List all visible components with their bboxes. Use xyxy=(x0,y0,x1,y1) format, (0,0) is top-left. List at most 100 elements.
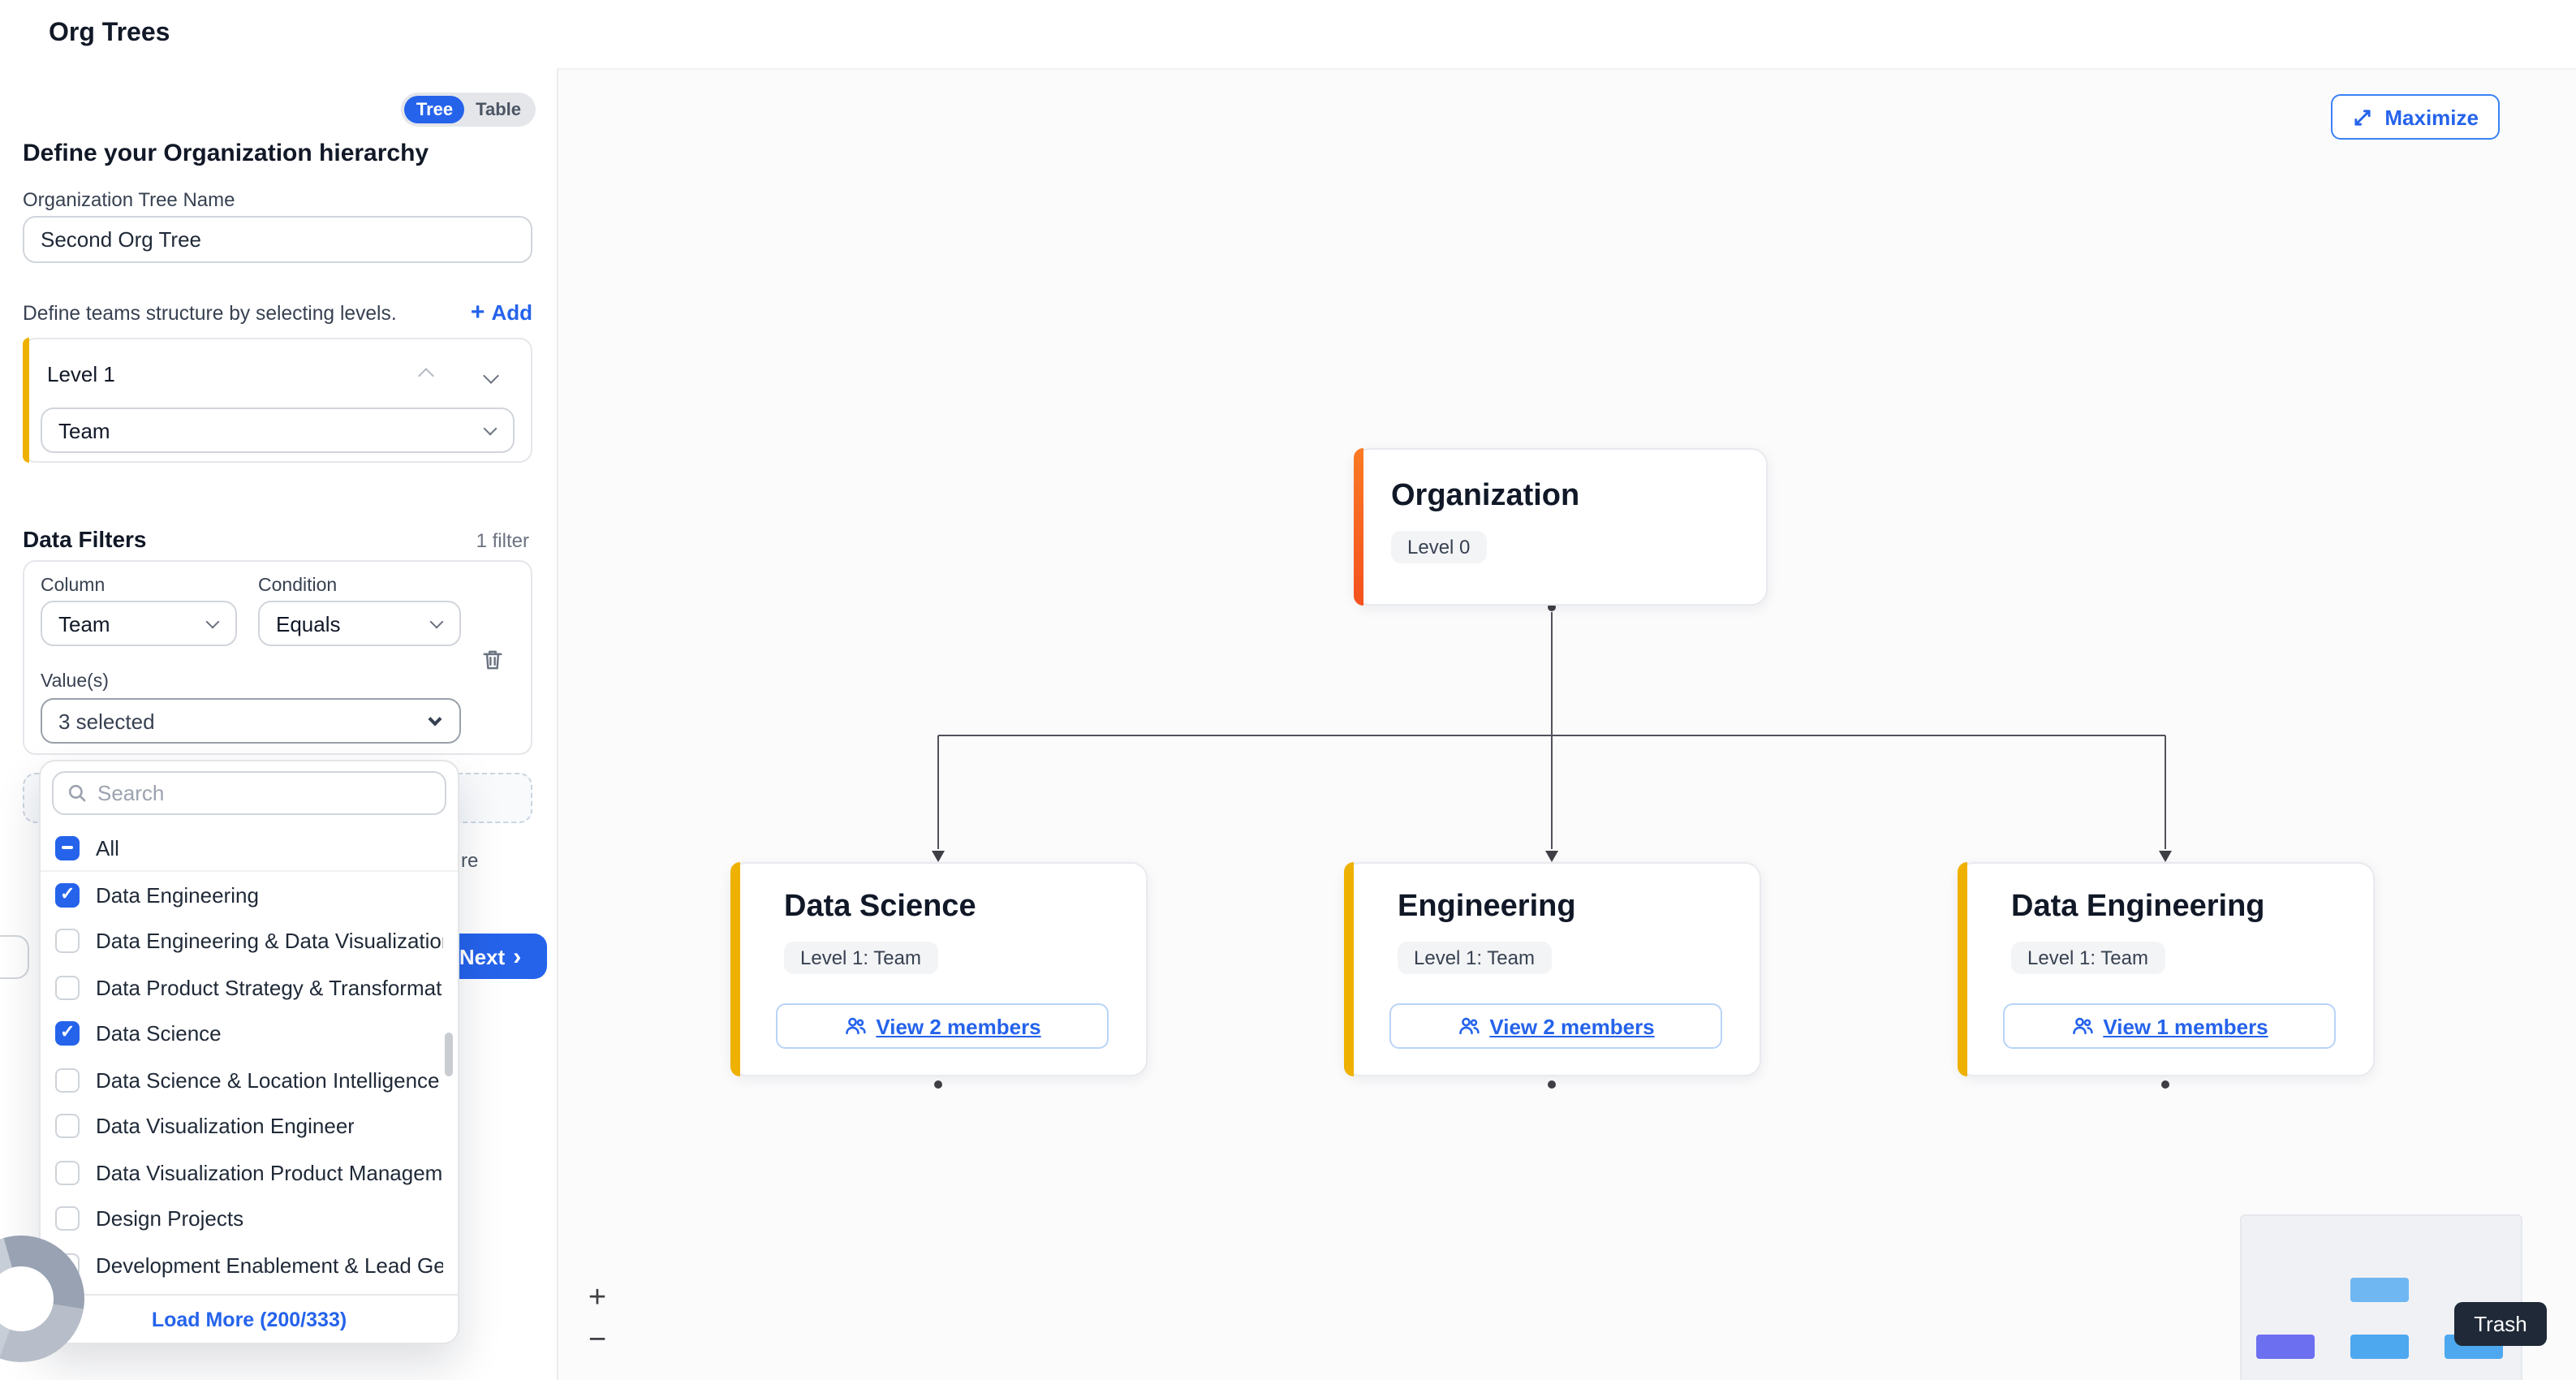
level-accent-bar xyxy=(23,338,29,463)
child-node-title: Data Science xyxy=(784,890,976,924)
option-label: Data Science xyxy=(96,1021,222,1046)
dropdown-option[interactable]: Design Projects xyxy=(41,1196,458,1242)
filter-card: Column Condition Team Equals Value(s) 3 … xyxy=(23,560,532,755)
search-icon xyxy=(68,784,86,802)
zoom-out-button[interactable]: − xyxy=(578,1322,617,1361)
values-dropdown: All Data Engineering Data Engineering & … xyxy=(39,760,459,1344)
root-level-badge: Level 0 xyxy=(1391,531,1487,563)
dropdown-search xyxy=(52,771,446,815)
dropdown-option-partial[interactable]: Development & Portfolio Strat... xyxy=(41,1288,458,1294)
dropdown-option[interactable]: Data Science & Location Intelligence xyxy=(41,1057,458,1103)
minimap[interactable] xyxy=(2242,1216,2521,1380)
option-checkbox[interactable] xyxy=(55,975,80,1000)
option-label: Data Science & Location Intelligence xyxy=(96,1067,440,1093)
option-checkbox[interactable] xyxy=(55,1067,80,1093)
option-label: Data Visualization Engineer xyxy=(96,1114,355,1139)
chevron-up-icon xyxy=(417,368,433,384)
dropdown-scrollbar-thumb[interactable] xyxy=(445,1033,453,1076)
org-node-child[interactable]: Data Science Level 1: Team View 2 member… xyxy=(730,862,1148,1076)
tree-name-input[interactable] xyxy=(23,216,532,263)
dropdown-options: Data Engineering Data Engineering & Data… xyxy=(41,872,458,1288)
option-label: Data Engineering xyxy=(96,882,259,908)
delete-filter-button[interactable] xyxy=(480,648,505,672)
members-icon xyxy=(2070,1015,2093,1037)
org-node-root[interactable]: Organization Level 0 xyxy=(1354,448,1768,606)
top-bar: Org Trees xyxy=(0,0,2576,68)
level-type-select[interactable]: Team xyxy=(41,408,515,453)
filter-condition-select[interactable]: Equals xyxy=(258,601,461,646)
child-level-badge: Level 1: Team xyxy=(2011,942,2165,974)
filter-values-select[interactable]: 3 selected xyxy=(41,698,461,744)
load-more-button[interactable]: Load More (200/333) xyxy=(41,1294,458,1343)
condition-label: Condition xyxy=(258,576,338,596)
dropdown-option[interactable]: Data Visualization Product Managem... xyxy=(41,1149,458,1196)
values-label: Value(s) xyxy=(41,672,109,692)
dropdown-option[interactable]: Data Engineering xyxy=(41,872,458,918)
column-label: Column xyxy=(41,576,106,596)
tree-name-label: Organization Tree Name xyxy=(23,188,235,211)
dropdown-option[interactable]: Data Science xyxy=(41,1011,458,1057)
option-label: Data Product Strategy & Transformat... xyxy=(96,975,443,1000)
dropdown-option[interactable]: Data Product Strategy & Transformat... xyxy=(41,964,458,1011)
org-node-child[interactable]: Data Engineering Level 1: Team View 1 me… xyxy=(1958,862,2375,1076)
panel-heading: Define your Organization hierarchy xyxy=(23,140,429,167)
level-header: Level 1 xyxy=(47,357,508,390)
trash-icon xyxy=(483,650,502,670)
add-level-button[interactable]: + Add xyxy=(471,299,532,326)
option-checkbox[interactable] xyxy=(55,929,80,954)
org-node-child[interactable]: Engineering Level 1: Team View 2 members xyxy=(1344,862,1761,1076)
filters-count: 1 filter xyxy=(476,529,529,552)
maximize-icon xyxy=(2352,106,2373,127)
select-all-checkbox[interactable] xyxy=(55,835,80,860)
toggle-table[interactable]: Table xyxy=(476,100,521,119)
option-checkbox[interactable] xyxy=(55,1114,80,1139)
child-node-title: Data Engineering xyxy=(2011,890,2265,924)
option-checkbox[interactable] xyxy=(55,882,80,908)
dropdown-search-input[interactable] xyxy=(97,781,432,805)
move-level-down-button[interactable] xyxy=(479,362,502,385)
filter-values-value: 3 selected xyxy=(58,709,155,733)
child-node-title: Engineering xyxy=(1398,890,1576,924)
dropdown-option[interactable]: Data Engineering & Data Visualization xyxy=(41,918,458,964)
root-node-title: Organization xyxy=(1391,479,1580,513)
move-level-up-button[interactable] xyxy=(414,362,437,385)
option-checkbox[interactable] xyxy=(55,1160,80,1185)
dropdown-option[interactable]: Data Visualization Engineer xyxy=(41,1103,458,1149)
chevron-right-icon: › xyxy=(513,942,522,970)
maximize-label: Maximize xyxy=(2384,105,2479,129)
toggle-tree[interactable]: Tree xyxy=(404,96,465,123)
dropdown-option[interactable]: Development Enablement & Lead Ge... xyxy=(41,1242,458,1288)
zoom-controls: + − xyxy=(578,1279,617,1361)
option-checkbox[interactable] xyxy=(55,1021,80,1046)
tree-connectors xyxy=(932,603,2172,1089)
view-members-button[interactable]: View 1 members xyxy=(2003,1003,2336,1049)
view-members-button[interactable]: View 2 members xyxy=(1389,1003,1722,1049)
select-all-option[interactable]: All xyxy=(41,825,458,872)
back-button-partial[interactable] xyxy=(0,935,29,979)
child-accent-bar xyxy=(1344,862,1354,1076)
chevron-down-icon xyxy=(482,368,498,384)
trash-label[interactable]: Trash xyxy=(2454,1302,2547,1346)
filters-title: Data Filters xyxy=(23,526,147,552)
levels-header-row: Define teams structure by selecting leve… xyxy=(23,299,532,326)
view-members-button[interactable]: View 2 members xyxy=(776,1003,1109,1049)
chevron-down-icon xyxy=(205,615,220,629)
select-all-label: All xyxy=(96,835,119,860)
option-label: Data Engineering & Data Visualization xyxy=(96,929,443,954)
zoom-in-button[interactable]: + xyxy=(578,1279,617,1318)
filter-column-select[interactable]: Team xyxy=(41,601,237,646)
level-name: Level 1 xyxy=(47,361,115,386)
next-label: Next xyxy=(459,944,506,968)
page-title: Org Trees xyxy=(49,19,170,47)
config-panel: Tree Table Define your Organization hier… xyxy=(0,68,557,1380)
level-type-value: Team xyxy=(58,418,110,442)
minimap-child-node xyxy=(2256,1335,2315,1359)
option-checkbox[interactable] xyxy=(55,1206,80,1231)
chevron-down-icon xyxy=(483,421,498,436)
members-icon xyxy=(843,1015,866,1037)
child-accent-bar xyxy=(1958,862,1967,1076)
maximize-button[interactable]: Maximize xyxy=(2331,94,2500,140)
org-chart-canvas[interactable]: Maximize Organization Level 0 Data Scien… xyxy=(557,68,2576,1380)
filter-column-value: Team xyxy=(58,611,110,636)
